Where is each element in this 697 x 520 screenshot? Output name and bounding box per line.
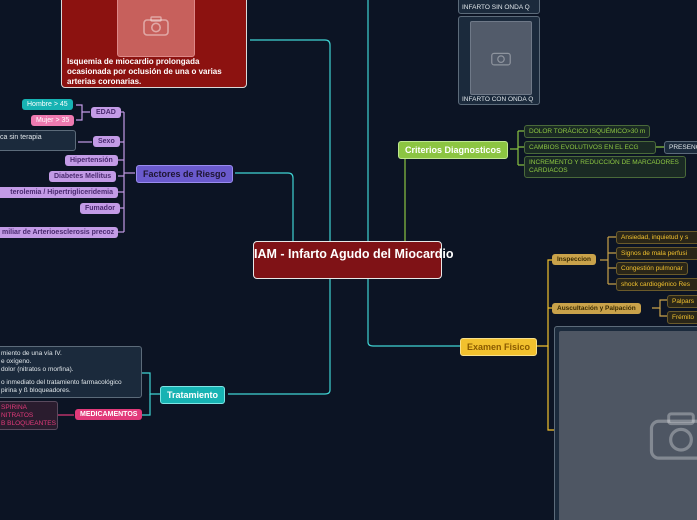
medicamentos-node[interactable]: MEDICAMENTOS xyxy=(75,409,143,420)
criterio-marcadores[interactable]: INCREMENTO Y REDUCCIÓN DE MARCADORES CAR… xyxy=(524,156,686,178)
camera-icon xyxy=(649,412,697,460)
infarto-con-onda-q-image xyxy=(470,21,532,95)
familiar-node[interactable]: miliar de Arterioesclerosis precoz xyxy=(0,227,118,238)
medicamentos-list[interactable]: SPIRINA NITRATOS B BLOQUEANTES xyxy=(0,401,58,430)
definition-card[interactable]: Isquemia de miocardio prolongada ocasion… xyxy=(61,0,247,88)
med-aspirina: SPIRINA xyxy=(1,404,28,411)
sexo-note[interactable]: ca sin terapia xyxy=(0,130,76,151)
auscultacion-fremito[interactable]: Frémito xyxy=(667,311,697,324)
tratamiento-note-2: e oxígeno. xyxy=(1,358,32,365)
med-bbloqueantes: B BLOQUEANTES xyxy=(1,420,56,427)
diabetes-node[interactable]: Diabetes Mellitus xyxy=(49,171,117,182)
med-nitratos: NITRATOS xyxy=(1,412,34,419)
colesterol-node[interactable]: terolemia / Hipertrigliceridemia xyxy=(0,187,118,198)
hipertension-node[interactable]: Hipertensión xyxy=(65,155,118,166)
edad-node[interactable]: EDAD xyxy=(91,107,121,118)
auscultacion-palparse[interactable]: Palpars xyxy=(667,295,697,308)
inspeccion-perfusion[interactable]: Signos de mala perfusi xyxy=(616,247,697,260)
camera-icon xyxy=(143,16,169,36)
tratamiento-topic[interactable]: Tratamiento xyxy=(160,386,226,404)
criterio-presencia[interactable]: PRESENC xyxy=(664,141,697,154)
infarto-sin-onda-q-label: INFARTO SIN ONDA Q xyxy=(462,4,530,11)
infarto-con-onda-q-card[interactable]: INFARTO CON ONDA Q xyxy=(458,16,540,105)
infarto-sin-onda-q-card[interactable]: INFARTO SIN ONDA Q xyxy=(458,0,540,14)
examen-image-card[interactable] xyxy=(554,326,697,520)
definition-image xyxy=(117,0,195,57)
camera-icon xyxy=(491,52,511,66)
tratamiento-note-3: dolor (nitratos o morfina). xyxy=(1,366,74,373)
factores-de-riesgo-topic[interactable]: Factores de Riesgo xyxy=(136,165,234,183)
tratamiento-notes[interactable]: miento de una vía IV. e oxígeno. dolor (… xyxy=(0,346,142,398)
mujer-node[interactable]: Mujer > 35 xyxy=(31,115,75,126)
inspeccion-shock[interactable]: shock cardiogénico Res xyxy=(616,278,697,291)
tratamiento-note-4: o inmediato del tratamiento farmacológic… xyxy=(1,379,122,386)
fumador-node[interactable]: Fumador xyxy=(80,203,120,214)
examen-fisico-topic[interactable]: Examen Fisico xyxy=(460,338,538,356)
criterio-ecg[interactable]: CAMBIOS EVOLUTIVOS EN EL ECG xyxy=(524,141,656,154)
hombre-node[interactable]: Hombre > 45 xyxy=(22,99,73,110)
inspeccion-node[interactable]: Inspeccion xyxy=(552,254,596,265)
central-topic[interactable]: IAM - Infarto Agudo del Miocardio xyxy=(253,241,454,279)
sexo-node[interactable]: Sexo xyxy=(93,136,120,147)
auscultacion-node[interactable]: Auscultación y Palpación xyxy=(552,303,641,314)
tratamiento-note-5: pirina y ß bloqueadores. xyxy=(1,387,71,394)
tratamiento-note-1: miento de una vía IV. xyxy=(1,350,62,357)
criterios-diagnosticos-topic[interactable]: Criterios Diagnosticos xyxy=(398,141,509,159)
inspeccion-congestion[interactable]: Congestión pulmonar xyxy=(616,262,688,275)
inspeccion-ansiedad[interactable]: Ansiedad, inquietud y s xyxy=(616,231,697,244)
examen-image xyxy=(559,331,697,520)
definition-text: Isquemia de miocardio prolongada ocasion… xyxy=(67,57,222,86)
infarto-con-onda-q-label: INFARTO CON ONDA Q xyxy=(462,96,534,103)
sexo-note-text: ca sin terapia xyxy=(0,134,42,141)
criterio-dolor[interactable]: DOLOR TORÁCICO ISQUÉMICO>30 m xyxy=(524,125,651,138)
